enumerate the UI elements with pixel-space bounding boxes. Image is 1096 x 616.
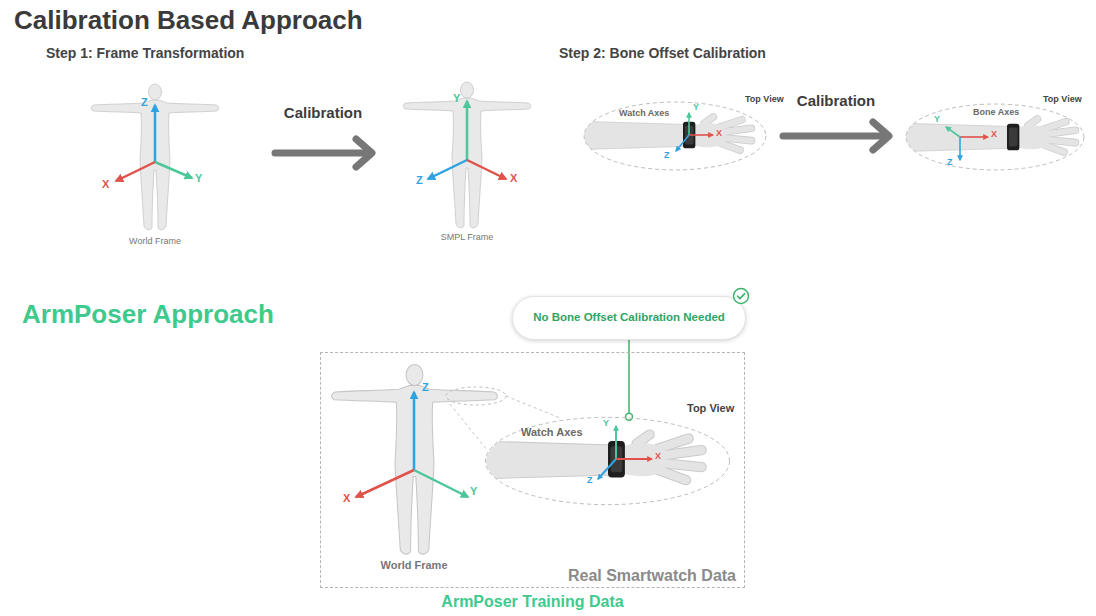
ellipse-outline: [583, 101, 767, 171]
axis-label: Z: [947, 157, 953, 167]
section-heading: Step 2: Bone Offset Calibration: [559, 45, 766, 61]
ellipse-outline: [584, 102, 766, 170]
axis-label: X: [343, 492, 350, 505]
ellipse-outline: [485, 417, 729, 504]
check-icon: [734, 289, 749, 304]
axis-label: Y: [453, 92, 460, 105]
top-view-ellipse: Top ViewWatch Axes: [484, 416, 731, 506]
node-text: Top View: [745, 94, 784, 104]
text-label: World Frame: [380, 559, 447, 572]
axis-label: Z: [141, 96, 148, 109]
node-text: Watch Axes: [521, 426, 583, 439]
axis-label: Z: [587, 475, 593, 485]
node-text: Bone Axes: [973, 107, 1019, 117]
dashed-region: Real Smartwatch DataArmPoser Training Da…: [320, 352, 745, 588]
axis-label: X: [991, 129, 997, 139]
axis-label: X: [716, 128, 722, 138]
node-text: Top View: [687, 402, 734, 415]
axis-label: Y: [603, 418, 609, 428]
axis-label: Z: [664, 150, 670, 160]
ellipse-outline: [906, 104, 1084, 170]
axis-label: Y: [195, 172, 202, 185]
section-heading: ArmPoser Approach: [22, 300, 274, 330]
section-heading: Step 1: Frame Transformation: [46, 45, 244, 61]
top-view-ellipse: Top ViewBone Axes: [905, 103, 1085, 171]
callout-box: No Bone Offset Calibration Needed: [512, 296, 746, 340]
axis-label: Z: [416, 174, 423, 187]
text-label: Calibration: [284, 104, 362, 121]
axis-label: X: [510, 172, 517, 185]
node-text: No Bone Offset Calibration Needed: [533, 311, 725, 324]
node-text: ArmPoser Training Data: [441, 593, 623, 611]
axis-label: X: [102, 178, 109, 191]
axis-label: X: [655, 451, 661, 461]
connector: [783, 122, 889, 150]
edge-label: Calibration: [797, 92, 875, 109]
connector-dot: [626, 413, 633, 420]
axis-label: Y: [470, 485, 477, 498]
check-icon: [738, 294, 745, 299]
title-heading: Calibration Based Approach: [14, 6, 363, 36]
connector-line: [783, 133, 886, 140]
check-icon: [732, 287, 750, 305]
text-label: SMPL Frame: [441, 232, 494, 242]
top-view-ellipse: Top ViewWatch Axes: [583, 101, 767, 171]
node-text: Real Smartwatch Data: [568, 567, 736, 585]
node-text: Watch Axes: [619, 108, 669, 118]
axis-label: Z: [422, 381, 429, 394]
axis-label: Y: [934, 114, 940, 124]
text-label: World Frame: [129, 236, 181, 246]
node-text: Top View: [1043, 94, 1082, 104]
arrow-head: [873, 122, 889, 150]
